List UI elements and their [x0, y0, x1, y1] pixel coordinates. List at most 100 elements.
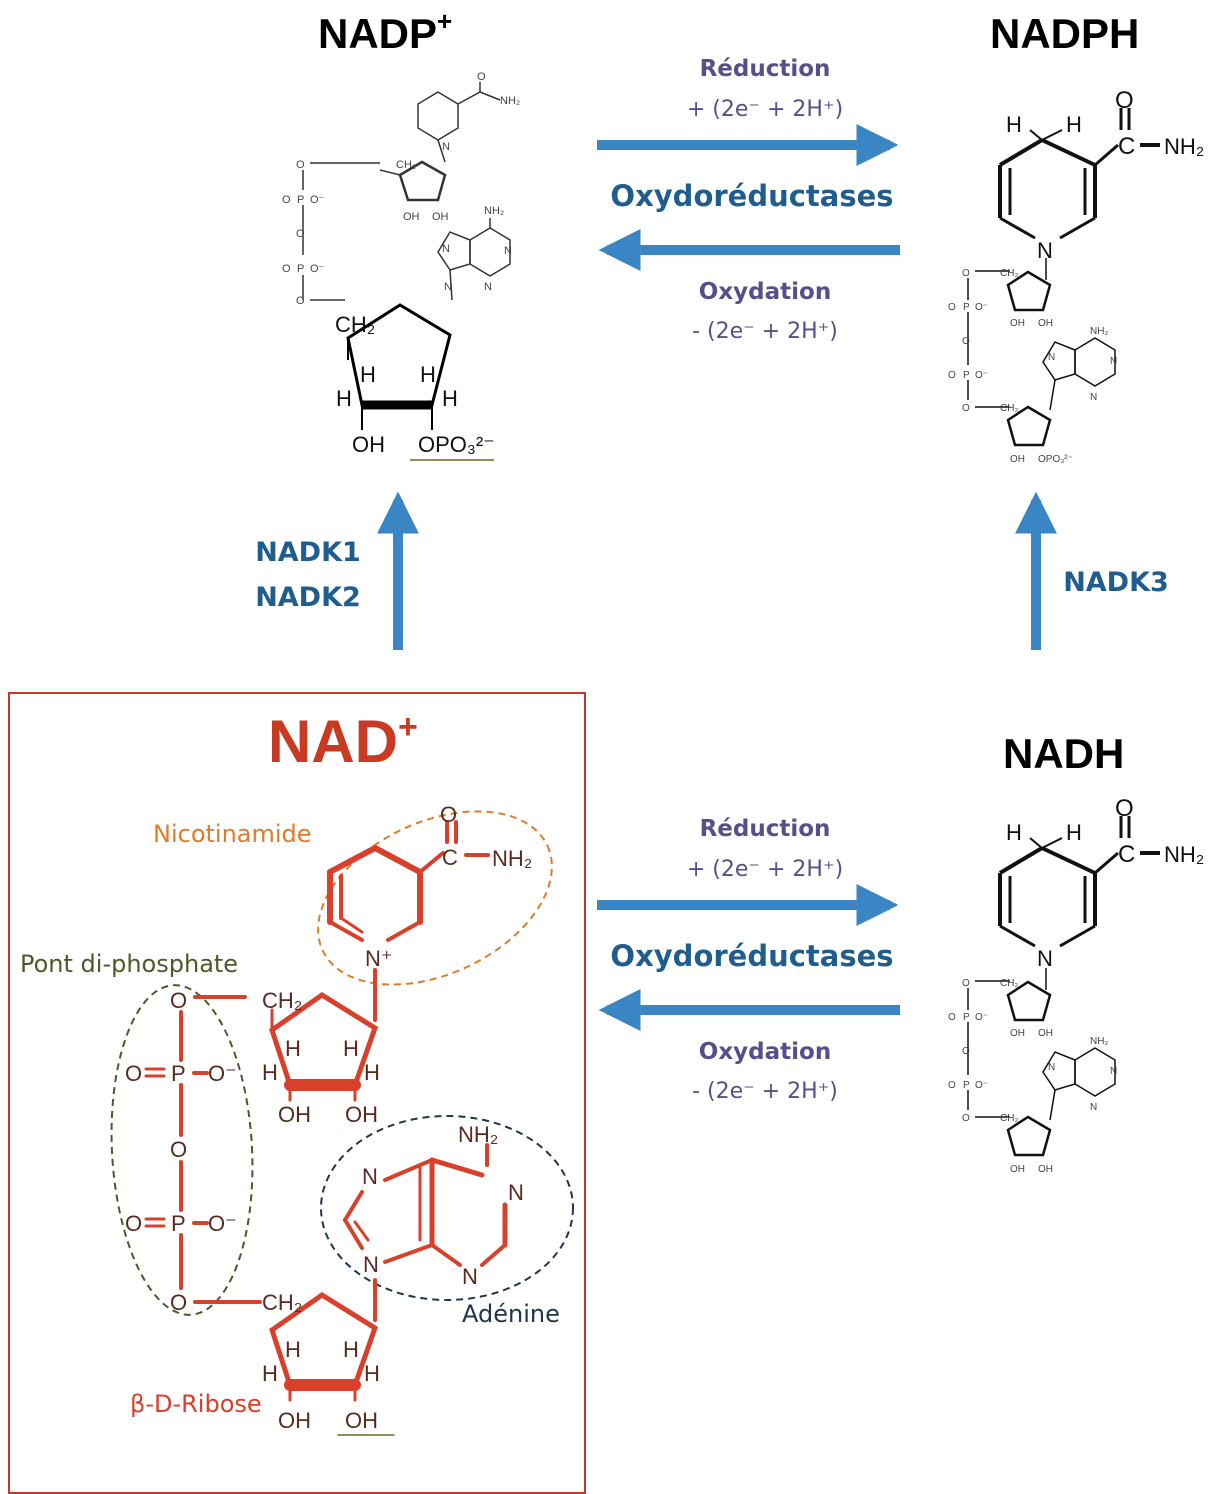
- svg-text:O⁻: O⁻: [975, 1080, 988, 1091]
- svg-text:H: H: [285, 1036, 301, 1061]
- svg-text:H: H: [360, 362, 376, 387]
- reduction-eq-bottom: + (2e⁻ + 2H⁺): [687, 857, 843, 882]
- svg-text:N: N: [442, 243, 450, 255]
- svg-text:H: H: [343, 1337, 359, 1362]
- reduction-eq-top: + (2e⁻ + 2H⁺): [687, 97, 843, 122]
- svg-text:OH: OH: [1038, 1028, 1053, 1039]
- svg-text:O: O: [296, 228, 305, 240]
- nadh-title: NADH: [1003, 730, 1124, 777]
- svg-text:P: P: [171, 1211, 186, 1236]
- nadk2-label: NADK2: [255, 582, 361, 613]
- svg-text:O: O: [477, 71, 486, 83]
- arrows: [377, 124, 1057, 1031]
- oxidation-label-bottom: Oxydation: [699, 1039, 831, 1065]
- nadph-title: NADPH: [990, 10, 1139, 57]
- svg-text:H: H: [1066, 820, 1082, 845]
- svg-text:N: N: [363, 1252, 379, 1277]
- svg-text:N: N: [442, 141, 450, 153]
- svg-text:N: N: [1110, 356, 1117, 367]
- nadp-structure: [302, 82, 511, 461]
- svg-text:P: P: [963, 1080, 970, 1091]
- diphosphate-outline: [110, 984, 254, 1316]
- svg-text:OH: OH: [403, 211, 420, 223]
- svg-text:CH₂: CH₂: [1000, 268, 1018, 279]
- svg-text:N: N: [362, 1164, 378, 1189]
- svg-text:P: P: [171, 1061, 186, 1086]
- svg-text:OH: OH: [432, 211, 449, 223]
- svg-text:O⁻: O⁻: [208, 1061, 237, 1086]
- svg-text:OH: OH: [1010, 1028, 1025, 1039]
- enzyme-label-bottom: Oxydoréductases: [610, 939, 893, 973]
- svg-text:OH: OH: [352, 432, 385, 457]
- svg-text:OPO₃²⁻: OPO₃²⁻: [418, 432, 495, 457]
- svg-text:O: O: [962, 336, 970, 347]
- svg-text:H: H: [1006, 112, 1022, 137]
- svg-text:N: N: [1110, 1066, 1117, 1077]
- svg-text:CH₂: CH₂: [262, 1290, 302, 1315]
- nadp-small-atoms: O NH₂ N CH₂ O O P O⁻ O O P O⁻ O OH OH NH…: [282, 71, 520, 307]
- svg-text:O⁻: O⁻: [975, 370, 988, 381]
- svg-text:H: H: [442, 386, 458, 411]
- svg-text:O: O: [962, 403, 970, 414]
- svg-text:O: O: [296, 295, 305, 307]
- adenine-label: Adénine: [462, 1300, 560, 1328]
- svg-text:O: O: [282, 263, 291, 275]
- svg-text:OH: OH: [278, 1102, 311, 1127]
- svg-text:N: N: [462, 1264, 478, 1289]
- svg-text:OH: OH: [1010, 1164, 1025, 1175]
- svg-text:C: C: [1118, 133, 1135, 160]
- nadh-structure: [967, 816, 1160, 1157]
- svg-text:N: N: [1090, 392, 1097, 403]
- nicotinamide-outline: [317, 810, 553, 986]
- svg-text:H: H: [336, 386, 352, 411]
- svg-text:OH: OH: [278, 1408, 311, 1433]
- diphosphate-label: Pont di-phosphate: [20, 950, 238, 978]
- svg-text:CH₂: CH₂: [262, 988, 302, 1013]
- oxidation-label-top: Oxydation: [699, 279, 831, 305]
- nadk3-label: NADK3: [1063, 567, 1169, 598]
- svg-text:H: H: [343, 1036, 359, 1061]
- svg-text:H: H: [262, 1361, 278, 1386]
- oxidation-eq-top: - (2e⁻ + 2H⁺): [692, 319, 838, 344]
- svg-text:N: N: [1048, 1062, 1055, 1073]
- svg-text:O: O: [170, 988, 187, 1013]
- svg-text:CH₂: CH₂: [1000, 978, 1018, 989]
- svg-text:O: O: [1115, 795, 1134, 822]
- enzyme-label-top: Oxydoréductases: [610, 179, 893, 213]
- svg-text:O: O: [962, 268, 970, 279]
- adenine-outline: [320, 1115, 574, 1301]
- reduction-label-bottom: Réduction: [700, 816, 831, 842]
- svg-text:O: O: [948, 1080, 956, 1091]
- nad-box: [8, 692, 586, 1494]
- svg-text:O: O: [282, 194, 291, 206]
- svg-text:H: H: [364, 1361, 380, 1386]
- svg-text:O: O: [125, 1061, 142, 1086]
- svg-text:O: O: [962, 978, 970, 989]
- nadp-ribose-atoms: CH₂ H H H H OH OPO₃²⁻: [335, 312, 495, 457]
- nadph-structure: [967, 108, 1160, 447]
- svg-text:O⁻: O⁻: [310, 194, 325, 206]
- svg-text:OH: OH: [1038, 318, 1053, 329]
- svg-text:H: H: [262, 1060, 278, 1085]
- svg-text:P: P: [963, 370, 970, 381]
- svg-text:OPO₃²⁻: OPO₃²⁻: [1038, 454, 1073, 465]
- nadph-small-atoms: O CH₂ O P O⁻ O O P O⁻ O CH₂ OH OH NH₂ N …: [948, 268, 1117, 465]
- nadh-small-atoms: O CH₂ O P O⁻ O O P O⁻ O CH₂ OH OH NH₂ N …: [948, 978, 1117, 1175]
- svg-text:H: H: [364, 1060, 380, 1085]
- svg-text:NH₂: NH₂: [484, 205, 504, 217]
- nicotinamide-label: Nicotinamide: [153, 820, 312, 848]
- svg-text:N: N: [1090, 1102, 1097, 1113]
- svg-text:NH₂: NH₂: [500, 95, 520, 107]
- svg-text:OH: OH: [345, 1102, 378, 1127]
- nad-title: NAD+: [268, 708, 418, 775]
- svg-text:O: O: [296, 159, 305, 171]
- svg-text:N: N: [508, 1180, 524, 1205]
- svg-text:O: O: [1115, 87, 1134, 114]
- svg-text:N: N: [504, 245, 512, 257]
- svg-text:CH₂: CH₂: [335, 312, 375, 337]
- svg-text:CH₂: CH₂: [1000, 1113, 1018, 1124]
- svg-text:N⁺: N⁺: [365, 946, 393, 971]
- svg-text:N: N: [1048, 352, 1055, 363]
- svg-text:OH: OH: [345, 1408, 378, 1433]
